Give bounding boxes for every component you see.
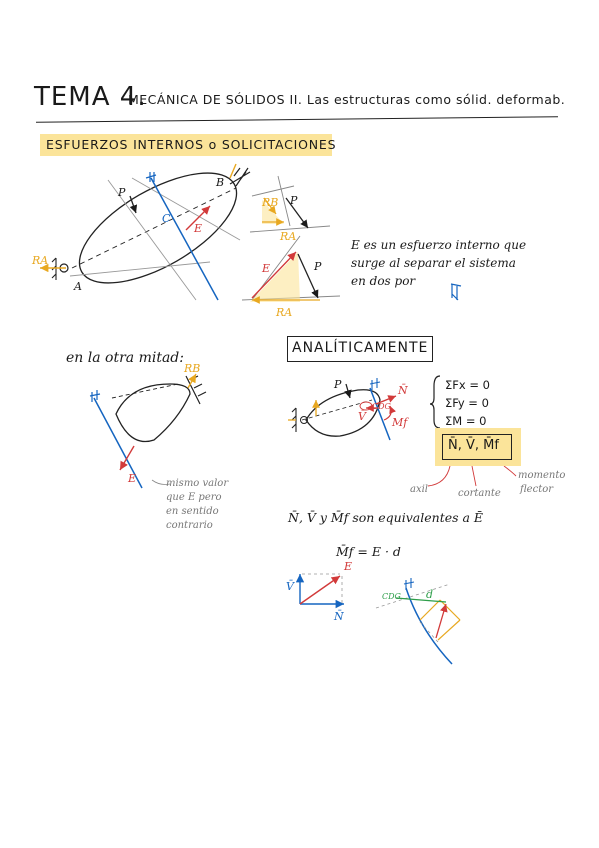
label-p: P: [118, 186, 126, 199]
label-cdg: CDG: [372, 402, 391, 411]
label-n: N̄: [398, 384, 408, 397]
tema-title: TEMA 4.: [34, 82, 147, 112]
label-ra: RA: [32, 254, 49, 267]
force-triangle-upper: [249, 175, 331, 233]
label-e: E: [194, 222, 203, 235]
section-highlight: [40, 134, 332, 156]
force-triangle-lower: [241, 235, 462, 304]
label-neg-e: E: [128, 472, 137, 485]
analytic-box: [287, 336, 433, 362]
label-rb: RB: [262, 196, 279, 209]
label-p3: P: [314, 260, 322, 273]
same-value-2: que E pero: [166, 492, 222, 503]
nvm-box: [442, 434, 512, 460]
vec-label-v: V̄: [286, 580, 294, 593]
other-half-label: en la otra mitad:: [66, 350, 184, 366]
moment-sketch: [375, 578, 461, 665]
label-b: B: [216, 176, 225, 189]
vec-label-d: d: [426, 588, 434, 601]
vec-label-e: E: [344, 560, 353, 573]
label-v: V̄: [358, 410, 366, 423]
label-c: C: [162, 212, 171, 225]
label-ra3: RA: [276, 306, 293, 319]
label-rb-2: RB: [184, 362, 201, 375]
callout-axil: axil: [410, 484, 428, 495]
label-p4: P: [334, 378, 342, 391]
label-e2: E: [262, 262, 271, 275]
tema-subtitle: MECÁNICA DE SÓLIDOS II. Las estructuras …: [128, 92, 566, 107]
label-ra2: RA: [280, 230, 297, 243]
label-a: A: [74, 280, 82, 293]
definition-line-1: E es un esfuerzo interno que: [351, 238, 527, 252]
nvm-label: N̄, V̄, M̄f: [448, 438, 499, 453]
other-half-sketch: [89, 373, 207, 489]
same-value-3: en sentido: [166, 506, 219, 517]
same-value-1: mismo valor: [166, 478, 229, 489]
moment-formula: M̄f = E · d: [336, 544, 401, 559]
label-mf: Mf: [392, 416, 408, 429]
label-p2: P: [290, 194, 298, 207]
vec-label-cdg: CDG: [382, 592, 401, 601]
section-title: ESFUERZOS INTERNOS o SOLICITACIONES: [46, 137, 337, 152]
analytic-title: ANALÍTICAMENTE: [292, 340, 429, 356]
definition-line-2: surge al separar el sistema: [351, 256, 516, 270]
equation-fx: ΣFx = 0: [445, 378, 490, 392]
callout-cortante: cortante: [458, 488, 501, 499]
same-value-4: contrario: [166, 520, 213, 531]
equation-m: ΣM = 0: [445, 414, 487, 428]
equation-fy: ΣFy = 0: [445, 396, 489, 410]
vector-decomposition: [295, 573, 344, 609]
main-body-sketch: [40, 163, 251, 301]
callout-momento-1: momento: [518, 470, 566, 481]
equivalence-text: N̄, V̄ y M̄f son equivalentes a Ē: [288, 510, 484, 525]
vec-label-n: N̄: [334, 610, 344, 623]
definition-line-3: en dos por: [351, 274, 416, 288]
analytic-sketch: [288, 375, 517, 487]
callout-momento-2: flector: [520, 484, 554, 495]
